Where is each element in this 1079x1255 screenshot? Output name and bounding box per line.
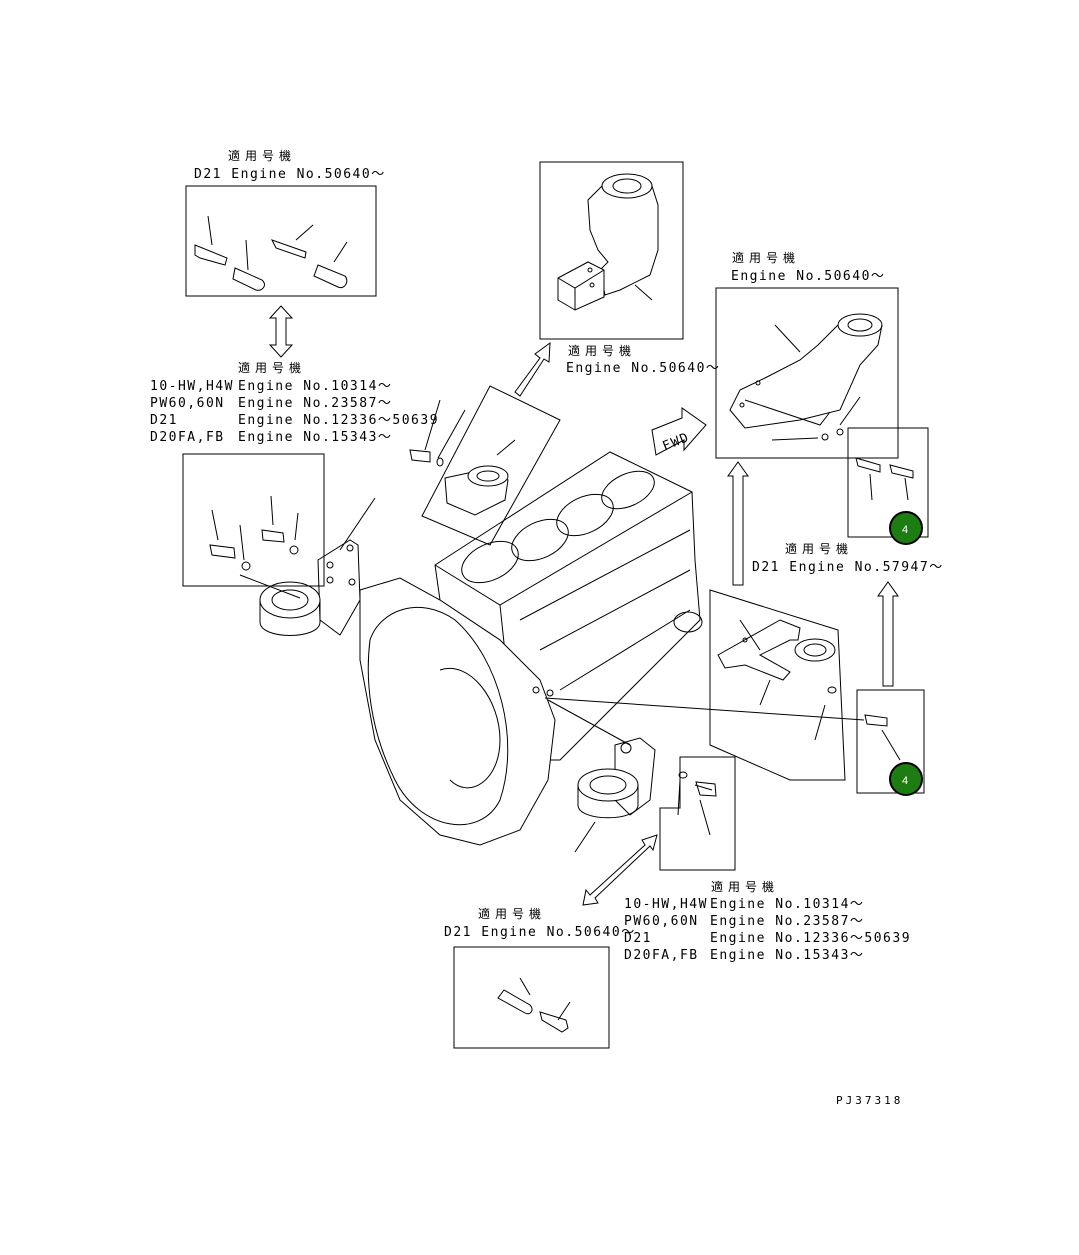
detail-box-mid-left bbox=[182, 453, 325, 587]
detail-box-center-top bbox=[539, 161, 684, 340]
badge-circle[interactable] bbox=[889, 511, 923, 545]
label-right-mid-title: 適用号機 bbox=[785, 541, 853, 556]
label-bottom-right-engine: Engine No.15343～ bbox=[710, 948, 864, 963]
label-bottom-right: 適用号機 10-HW,H4W Engine No.10314～ PW60,60N… bbox=[624, 879, 911, 963]
up-arrow-right bbox=[727, 461, 749, 586]
label-mid-left-title: 適用号機 bbox=[238, 360, 306, 375]
fwd-arrow: FWD bbox=[651, 407, 707, 456]
drawing-number: PJ37318 bbox=[836, 1094, 903, 1107]
label-bottom-right-model: PW60,60N bbox=[624, 914, 699, 929]
label-right-mid: 適用号機 D21 Engine No.57947～ bbox=[752, 541, 944, 575]
label-mid-left-model: D21 bbox=[150, 413, 178, 428]
label-center-top: 適用号機 Engine No.50640～ bbox=[566, 343, 720, 376]
label-mid-left-model: 10-HW,H4W bbox=[150, 379, 234, 394]
label-center-top-line: Engine No.50640～ bbox=[566, 361, 720, 376]
label-mid-left-engine: Engine No.15343～ bbox=[238, 430, 392, 445]
part-badge[interactable]: 4 bbox=[889, 511, 923, 545]
label-bottom-left-title: 適用号機 bbox=[478, 906, 546, 921]
flywheel-housing bbox=[359, 577, 556, 846]
label-mid-left-engine: Engine No.23587～ bbox=[238, 396, 392, 411]
label-bottom-right-model: D20FA,FB bbox=[624, 948, 699, 963]
up-arrow-far-right bbox=[877, 581, 899, 687]
arrow-to-center-top bbox=[514, 341, 551, 397]
detail-box-right-top bbox=[715, 287, 929, 538]
label-right-top-title: 適用号機 bbox=[732, 250, 800, 265]
double-arrow-top-left bbox=[268, 305, 294, 358]
label-mid-left: 適用号機 10-HW,H4W Engine No.10314～ PW60,60N… bbox=[150, 360, 439, 445]
label-bottom-right-engine: Engine No.23587～ bbox=[710, 914, 864, 929]
double-arrow-bottom bbox=[582, 834, 658, 906]
label-bottom-right-engine: Engine No.10314～ bbox=[710, 897, 864, 912]
detail-panel-center bbox=[409, 385, 561, 546]
label-bottom-right-model: D21 bbox=[624, 931, 652, 946]
label-right-top-line: Engine No.50640～ bbox=[731, 269, 885, 284]
front-left-mount-bracket bbox=[239, 497, 376, 636]
rear-mount-cushion bbox=[547, 699, 717, 853]
label-top-left-line: D21 Engine No.50640～ bbox=[194, 167, 386, 182]
label-bottom-right-engine: Engine No.12336～50639 bbox=[710, 931, 911, 946]
label-bottom-left: 適用号機 D21 Engine No.50640～ bbox=[444, 906, 636, 940]
badge-number[interactable]: 4 bbox=[902, 775, 908, 787]
badge-circle[interactable] bbox=[889, 762, 923, 796]
label-bottom-right-title: 適用号機 bbox=[711, 879, 779, 894]
label-right-mid-line: D21 Engine No.57947～ bbox=[752, 560, 944, 575]
label-top-left-title: 適用号機 bbox=[228, 148, 296, 163]
detail-box-bottom-center bbox=[659, 756, 736, 871]
label-top-left: 適用号機 D21 Engine No.50640～ bbox=[194, 148, 386, 182]
part-badge[interactable]: 4 bbox=[889, 762, 923, 796]
badge-number[interactable]: 4 bbox=[902, 524, 908, 536]
label-bottom-right-model: 10-HW,H4W bbox=[624, 897, 708, 912]
label-mid-left-model: PW60,60N bbox=[150, 396, 225, 411]
label-bottom-left-line: D21 Engine No.50640～ bbox=[444, 925, 636, 940]
label-mid-left-engine: Engine No.10314～ bbox=[238, 379, 392, 394]
label-mid-left-model: D20FA,FB bbox=[150, 430, 225, 445]
label-mid-left-engine: Engine No.12336～50639 bbox=[238, 413, 439, 428]
label-center-top-title: 適用号機 bbox=[568, 343, 636, 358]
detail-panel-right-mid bbox=[544, 589, 925, 794]
detail-box-bottom-left bbox=[453, 946, 610, 1049]
label-right-top: 適用号機 Engine No.50640～ bbox=[731, 250, 885, 284]
detail-box-top-left bbox=[185, 185, 377, 297]
